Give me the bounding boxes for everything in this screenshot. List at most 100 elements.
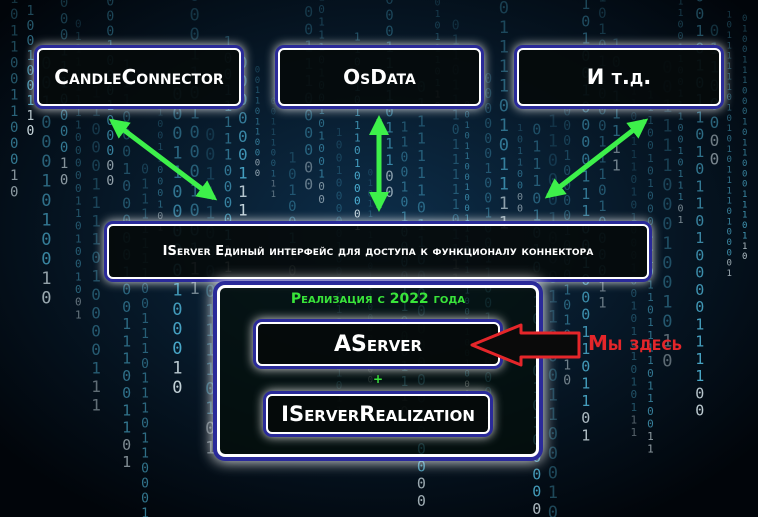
svg-text:1: 1 (354, 119, 361, 132)
svg-text:1: 1 (288, 151, 296, 167)
svg-text:0: 0 (581, 271, 590, 289)
svg-text:0: 0 (91, 138, 101, 157)
svg-text:0: 0 (122, 436, 131, 454)
svg-text:0: 0 (598, 183, 606, 199)
svg-text:1: 1 (435, 32, 441, 43)
svg-text:1: 1 (354, 106, 361, 119)
svg-text:1: 1 (318, 130, 325, 143)
svg-text:1: 1 (205, 341, 215, 361)
svg-text:1: 1 (41, 211, 51, 231)
svg-text:1: 1 (172, 163, 182, 183)
svg-text:0: 0 (27, 79, 35, 94)
svg-text:0: 0 (678, 123, 684, 134)
svg-text:1: 1 (224, 147, 232, 163)
svg-text:1: 1 (647, 114, 654, 127)
svg-text:1: 1 (205, 399, 215, 419)
svg-text:1: 1 (647, 240, 654, 253)
svg-text:1: 1 (417, 112, 426, 130)
svg-text:0: 0 (10, 56, 18, 72)
svg-text:0: 0 (27, 124, 35, 139)
svg-text:0: 0 (238, 90, 248, 109)
svg-text:1: 1 (452, 198, 460, 213)
svg-text:1: 1 (742, 66, 747, 76)
svg-text:0: 0 (385, 8, 393, 24)
svg-text:0: 0 (548, 327, 558, 347)
svg-text:0: 0 (464, 111, 469, 121)
svg-text:1: 1 (157, 107, 163, 118)
svg-text:0: 0 (385, 105, 393, 121)
svg-text:1: 1 (581, 30, 590, 48)
svg-text:1: 1 (598, 0, 606, 6)
svg-text:0: 0 (304, 124, 313, 142)
svg-text:1: 1 (452, 153, 460, 168)
osdata-box: OsData (278, 48, 481, 106)
svg-text:1: 1 (141, 327, 149, 342)
svg-text:0: 0 (695, 264, 704, 282)
svg-text:1: 1 (581, 427, 590, 445)
svg-text:0: 0 (354, 144, 361, 157)
svg-text:0: 0 (172, 300, 182, 320)
svg-text:1: 1 (190, 279, 200, 299)
svg-text:1: 1 (10, 23, 18, 39)
svg-text:1: 1 (172, 280, 182, 300)
svg-text:0: 0 (401, 196, 409, 211)
svg-text:0: 0 (452, 19, 460, 34)
svg-text:1: 1 (742, 24, 747, 34)
svg-text:0: 0 (662, 214, 672, 234)
svg-text:1: 1 (695, 178, 704, 196)
svg-text:1: 1 (563, 344, 571, 359)
svg-text:0: 0 (336, 139, 343, 152)
svg-text:0: 0 (238, 72, 248, 91)
svg-text:1: 1 (122, 350, 131, 368)
svg-text:1: 1 (695, 109, 704, 127)
svg-text:1: 1 (647, 354, 654, 367)
svg-text:1: 1 (60, 156, 68, 172)
svg-text:0: 0 (401, 151, 409, 166)
svg-text:1: 1 (354, 132, 361, 145)
svg-text:0: 0 (581, 151, 590, 169)
svg-text:1: 1 (631, 401, 638, 414)
svg-text:0: 0 (678, 157, 684, 168)
svg-text:0: 0 (60, 11, 68, 27)
svg-text:1: 1 (742, 149, 747, 159)
svg-text:0: 0 (255, 66, 260, 76)
svg-text:1: 1 (695, 350, 704, 368)
svg-text:0: 0 (548, 190, 558, 210)
svg-text:1: 1 (205, 302, 215, 322)
svg-text:0: 0 (122, 143, 131, 161)
svg-text:0: 0 (727, 135, 732, 145)
svg-text:0: 0 (60, 0, 68, 11)
svg-text:1: 1 (727, 217, 732, 227)
svg-text:0: 0 (172, 339, 182, 359)
svg-text:0: 0 (435, 21, 441, 32)
svg-text:1: 1 (662, 332, 672, 352)
svg-text:1: 1 (452, 34, 460, 49)
svg-text:0: 0 (499, 0, 509, 19)
svg-text:0: 0 (678, 134, 684, 145)
svg-text:0: 0 (532, 189, 541, 207)
svg-text:0: 0 (205, 282, 215, 302)
iserver-interface-label: IServer Единый интерфейс для доступа к ф… (162, 244, 594, 259)
svg-text:1: 1 (464, 121, 469, 131)
svg-text:1: 1 (452, 108, 460, 123)
svg-text:1: 1 (499, 175, 509, 195)
svg-text:1: 1 (190, 103, 200, 123)
svg-text:1: 1 (27, 94, 35, 109)
svg-text:0: 0 (484, 132, 492, 147)
svg-text:1: 1 (27, 49, 35, 64)
svg-text:1: 1 (172, 359, 182, 379)
svg-text:0: 0 (172, 319, 182, 339)
svg-text:1: 1 (647, 152, 654, 165)
svg-text:1: 1 (678, 169, 684, 180)
svg-text:0: 0 (464, 204, 469, 214)
svg-text:0: 0 (318, 155, 325, 168)
svg-text:0: 0 (464, 276, 469, 286)
svg-text:1: 1 (452, 138, 460, 153)
svg-text:0: 0 (598, 215, 606, 231)
svg-text:1: 1 (122, 401, 131, 419)
svg-text:1: 1 (288, 183, 296, 199)
svg-text:0: 0 (75, 283, 82, 296)
